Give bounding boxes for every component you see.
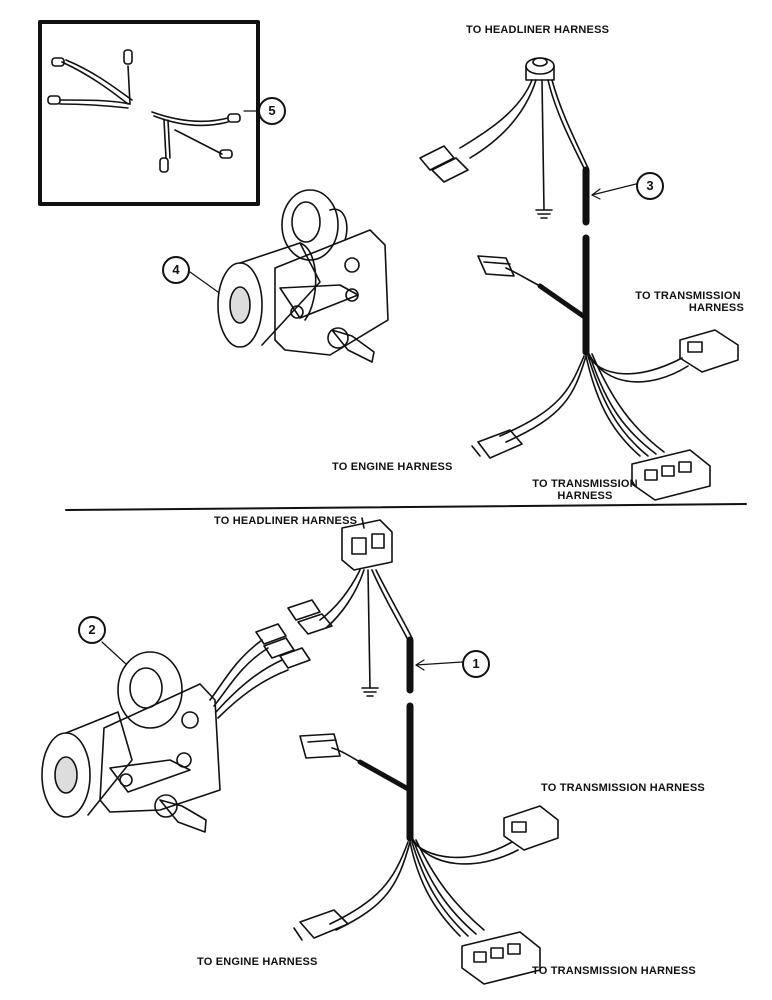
label-transmission-lower-bottom: TO TRANSMISSION HARNESS — [532, 965, 696, 977]
label-transmission-upper-bottom: TO TRANSMISSION HARNESS — [541, 782, 705, 794]
wiper-motor-bottom — [41, 623, 311, 833]
label-transmission-upper-top: TO TRANSMISSION HARNESS — [632, 290, 744, 314]
label-transmission-upper-top-line2: HARNESS — [688, 302, 744, 314]
label-engine-top: TO ENGINE HARNESS — [332, 461, 453, 473]
label-transmission-upper-top-line1: TO TRANSMISSION — [635, 290, 741, 302]
callout-3: 3 — [636, 172, 664, 200]
callout-2: 2 — [78, 616, 106, 644]
label-headliner-top: TO HEADLINER HARNESS — [466, 24, 610, 36]
callout-5: 5 — [258, 97, 286, 125]
label-engine-bottom: TO ENGINE HARNESS — [197, 956, 318, 968]
label-transmission-lower-top: TO TRANSMISSION HARNESS — [520, 478, 650, 502]
section-divider — [65, 503, 747, 511]
callout-1: 1 — [462, 650, 490, 678]
label-headliner-bottom: TO HEADLINER HARNESS — [214, 515, 358, 527]
callout-4: 4 — [162, 256, 190, 284]
label-transmission-lower-top-line2: HARNESS — [557, 490, 613, 502]
harness-top — [419, 57, 739, 501]
inset-box — [38, 20, 260, 206]
label-transmission-lower-top-line1: TO TRANSMISSION — [532, 478, 638, 490]
wiper-motor-top — [217, 189, 389, 363]
harness-bottom — [287, 517, 559, 985]
